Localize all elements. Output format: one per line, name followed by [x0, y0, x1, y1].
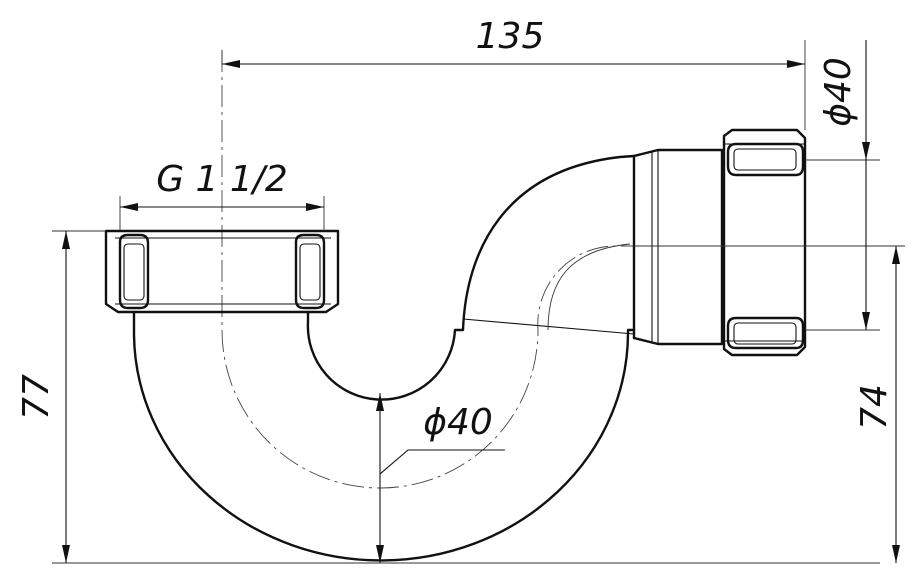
right-coupling	[632, 128, 807, 357]
left-nut	[104, 229, 340, 314]
dim-overall-width: 135	[476, 16, 545, 57]
dim-outlet-diameter: ϕ40	[818, 57, 859, 127]
dimension-lines	[52, 40, 905, 564]
dim-thread-size: G 1 1/2	[156, 159, 288, 200]
dim-pipe-diameter: ϕ40	[423, 402, 493, 443]
trap-body	[132, 154, 636, 562]
center-lines	[221, 50, 880, 489]
dim-left-height: 77	[16, 374, 57, 420]
dim-right-height: 74	[854, 384, 895, 430]
